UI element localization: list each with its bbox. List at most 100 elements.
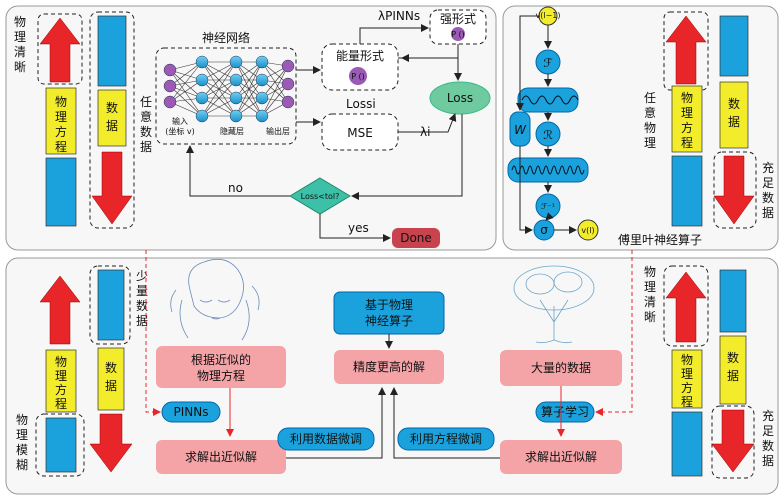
strong-form-label: 强形式	[440, 12, 476, 26]
mse-label: MSE	[347, 126, 373, 140]
label-data: 据	[728, 115, 740, 129]
sigma-label: σ	[540, 223, 548, 237]
loss-label: Loss	[447, 91, 473, 105]
nn-edge	[201, 61, 237, 117]
label-physics-clear: 晰	[644, 310, 656, 324]
label-physics-blur: 模	[16, 443, 28, 457]
p-node-label: P ()	[351, 72, 365, 81]
label-sufficient-data: 足	[762, 424, 774, 438]
label-arbitrary-physics: 任	[644, 91, 656, 105]
label-arbitrary-physics: 物	[644, 121, 656, 135]
label-physics-clear: 晰	[14, 60, 26, 74]
dashed-box	[35, 413, 85, 477]
nn-edge	[235, 61, 263, 99]
use-equation-tune-label: 利用方程微调	[410, 431, 482, 446]
fno-diagram: v(l−1) ℱ ℛ ℱ⁻¹ W σ v(l)	[507, 6, 599, 241]
red-up-arrow	[665, 271, 707, 343]
approx-solution-right-label: 求解出近似解	[525, 450, 597, 464]
big-data-box	[500, 350, 622, 386]
fno-label: 傅里叶神经算子	[618, 232, 702, 247]
nn-node	[195, 55, 209, 69]
blue-bar	[671, 411, 703, 477]
pinns-label: PINNs	[174, 405, 209, 419]
approx-solution-right-box	[500, 440, 622, 474]
label-sufficient-data: 据	[762, 454, 774, 468]
nn-edge	[201, 97, 237, 117]
label-sufficient-data: 充	[762, 160, 774, 175]
nn-node	[229, 55, 243, 69]
yellow-bar	[45, 87, 77, 155]
nn-edge	[261, 83, 289, 117]
nn-edge	[235, 79, 263, 117]
nn-dashed-box	[155, 47, 297, 145]
p-node	[349, 67, 367, 85]
label-physics-equation: 理	[55, 110, 67, 124]
input-node-label: v(l−1)	[536, 11, 561, 20]
nn-edge	[169, 79, 203, 103]
nn-node	[163, 95, 177, 109]
yellow-bar	[97, 89, 127, 147]
nn-node	[195, 109, 209, 123]
approx-solution-left-box	[156, 440, 286, 474]
label-data: 数	[106, 100, 118, 115]
label-physics-equation: 方	[55, 124, 67, 139]
top-right-bars	[663, 11, 757, 229]
pinns-box	[161, 401, 221, 423]
label-physics-clear: 物	[14, 15, 26, 29]
red-up-arrow	[39, 17, 81, 83]
label-arbitrary-data: 数	[140, 124, 152, 139]
dashed-box	[663, 11, 709, 91]
nn-node	[229, 73, 243, 87]
blue-bar	[97, 269, 125, 341]
p-node-label: P ()	[451, 30, 465, 39]
neural-network	[163, 55, 295, 123]
loss-node	[429, 81, 491, 115]
done-label: Done	[400, 231, 432, 245]
nn-edge	[201, 61, 237, 81]
label-data: 据	[727, 369, 739, 383]
nn-node	[255, 109, 269, 123]
nn-edge	[169, 85, 203, 117]
label-physics-equation: 程	[681, 394, 693, 409]
Finv-label: ℱ⁻¹	[541, 202, 555, 211]
nn-edge	[235, 61, 263, 117]
label-physics-equation: 方	[55, 382, 67, 397]
nn-node	[195, 73, 209, 87]
yes-label: yes	[348, 221, 369, 235]
nn-node	[281, 77, 295, 91]
red-down-arrow	[711, 409, 755, 473]
nn-edge	[201, 79, 237, 117]
nn-title: 神经网络	[202, 30, 250, 45]
label-few-data: 据	[136, 314, 148, 328]
label-few-data: 量	[136, 284, 148, 298]
dashed-box	[663, 265, 709, 347]
bottom-right-bars	[663, 265, 755, 479]
higher-precision-box	[334, 350, 444, 384]
operator-learning-box	[535, 401, 595, 423]
operator-learning-label: 算子学习	[541, 404, 589, 419]
top-left-arrows	[186, 24, 463, 242]
nn-edge	[169, 69, 203, 117]
yellow-bar	[45, 349, 77, 413]
yellow-bar	[719, 335, 747, 405]
label-few-data: 数	[136, 298, 148, 313]
output-node	[577, 219, 599, 241]
W-label: W	[514, 123, 527, 137]
label-physics-clear: 清	[644, 295, 656, 309]
nn-node	[255, 91, 269, 105]
label-sufficient-data: 充	[762, 408, 774, 423]
nn-edge	[261, 65, 289, 99]
lambda-pinns: λPINNs	[378, 9, 420, 23]
yellow-bar	[671, 349, 703, 409]
label-physics-equation: 物	[681, 353, 693, 367]
hidden-label: 隐藏层	[220, 126, 244, 136]
blue-bar	[45, 157, 77, 227]
use-equation-tune-box	[397, 427, 495, 451]
nn-node	[163, 63, 177, 77]
big-data-label: 大量的数据	[531, 360, 591, 375]
dashed-box	[711, 405, 755, 479]
dashed-box	[37, 13, 83, 85]
label-physics-equation: 理	[681, 367, 693, 381]
yellow-bar	[97, 347, 125, 411]
